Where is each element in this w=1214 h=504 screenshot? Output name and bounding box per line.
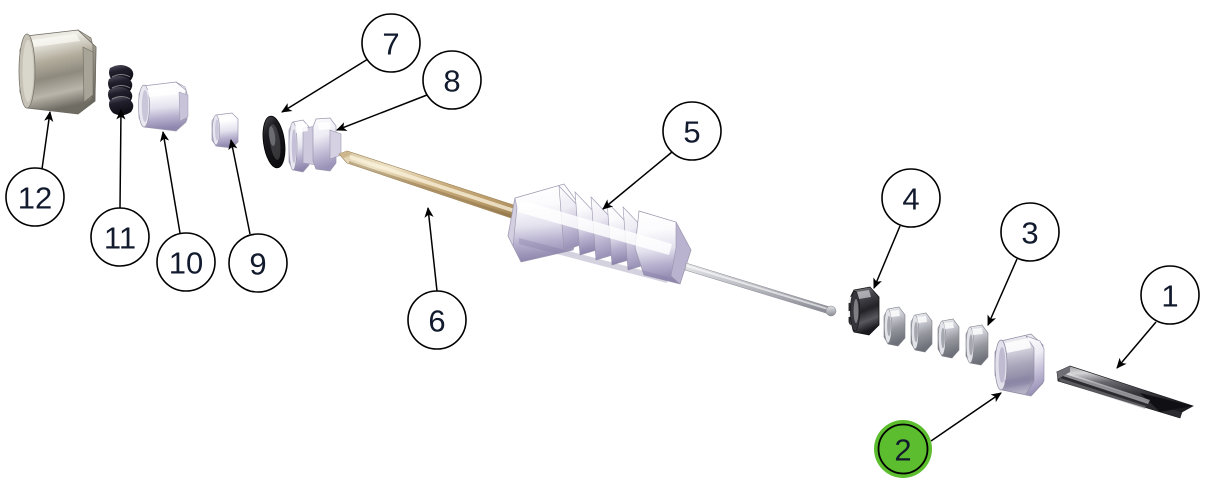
callout-label: 5 [683,115,700,150]
part-2-collar-bushing [994,333,1045,397]
part-4-castellated-nut [845,286,880,336]
callout-label: 7 [382,27,399,62]
part-11-coil-spring [108,65,134,116]
callout-label: 2 [894,433,911,468]
callout-label: 3 [1021,216,1038,251]
callout-ring [1000,202,1060,262]
callout-ring [5,167,65,227]
callout-ring [877,423,929,475]
callout-11[interactable]: 11 [90,207,150,267]
callout-selection-halo [874,420,932,478]
callout-label: 4 [902,182,919,217]
leader-line-6 [424,206,438,292]
callout-4[interactable]: 4 [881,168,941,228]
callout-8[interactable]: 8 [422,50,482,110]
part-7-o-ring-seal [262,115,286,169]
part-1-needle-cannula-tip [1056,365,1194,419]
washer-2 [910,312,933,353]
callout-ring [662,101,722,161]
callout-label: 9 [249,247,266,282]
washer-1 [883,306,906,347]
washer-4 [965,324,989,366]
callout-9[interactable]: 9 [228,233,288,293]
callout-6[interactable]: 6 [407,290,467,350]
washer-3 [937,318,960,359]
callout-5[interactable]: 5 [662,101,722,161]
leader-line-12 [41,110,54,170]
leader-line-4 [873,225,901,289]
callout-label: 12 [18,181,52,216]
callout-ring [228,233,288,293]
leader-line-11 [116,108,126,209]
part-8-grooved-spool-fitting [288,117,342,173]
callout-ring [881,168,941,228]
callout-10[interactable]: 10 [156,232,216,292]
callout-1[interactable]: 1 [1140,265,1200,325]
leader-line-3 [987,258,1018,326]
part-12-end-cap-housing [18,29,97,115]
callout-ring [1140,265,1200,325]
leader-line-9 [228,138,251,235]
leader-line-1 [1116,321,1157,369]
part-9-small-spacer-ring [211,112,239,149]
callout-label: 8 [443,64,460,99]
callout-ring [407,290,467,350]
callout-ring [422,50,482,110]
part-6-tapered-brass-shaft [338,150,530,225]
callout-label: 6 [428,304,445,339]
leader-line-layer [41,58,1157,442]
callout-label: 10 [169,246,203,281]
callout-label: 11 [104,221,136,256]
callout-ring [361,13,421,73]
part-10-flanged-bushing [138,81,189,132]
callout-2-selected[interactable]: 2 [874,420,932,478]
callout-3[interactable]: 3 [1000,202,1060,262]
part-5-ribbed-handle-body [507,183,837,317]
leader-line-7 [281,58,369,113]
part-3-washer-stack [883,306,989,366]
callout-ring [156,232,216,292]
leader-line-10 [160,130,181,234]
leader-line-2 [930,392,1002,442]
callout-label: 1 [1161,279,1178,314]
leader-line-8 [336,94,428,131]
callout-12[interactable]: 12 [5,167,65,227]
leader-line-5 [602,151,673,210]
callout-7[interactable]: 7 [361,13,421,73]
callout-ring [90,207,150,267]
